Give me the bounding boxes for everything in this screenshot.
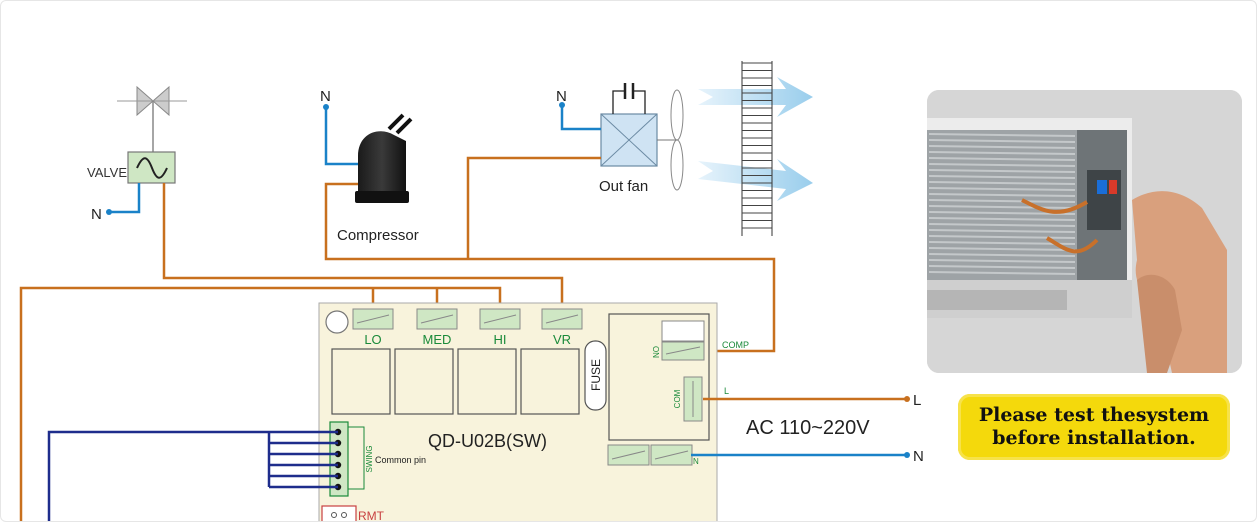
relay-hi: [457, 348, 517, 415]
out-fan-label: Out fan: [599, 178, 648, 195]
board-model: QD-U02B(SW): [428, 431, 547, 451]
aircon-unit-illustration: [927, 90, 1242, 373]
neutral-terminal-label: N: [693, 457, 699, 466]
fan-neutral-wire: [560, 105, 601, 131]
fuse-label: FUSE: [589, 359, 603, 391]
comp-label: COMP: [722, 340, 749, 350]
valve-icon: [117, 85, 187, 152]
fan-blade-icon: [657, 89, 684, 191]
compressor-label: Compressor: [337, 227, 419, 244]
compressor-icon: [355, 113, 413, 203]
supply-live-label: L: [913, 392, 921, 409]
fan-wire: [466, 156, 601, 259]
fan-neutral-label: N: [556, 88, 567, 105]
common-pin-bracket: [348, 426, 365, 490]
test-notice-line-1: Please test thesystem: [978, 404, 1210, 426]
fuse: [584, 340, 607, 411]
rmt-label: RMT: [358, 509, 385, 522]
rmt-connector: [321, 505, 357, 521]
relay-label-med: MED: [423, 332, 452, 347]
swing-connector: [329, 421, 349, 497]
installation-photo: [927, 90, 1242, 373]
mounting-hole: [325, 310, 349, 334]
swing-label: SWING: [365, 445, 374, 472]
relay-terminal: [541, 308, 583, 330]
valve-neutral-label: N: [91, 206, 102, 223]
relay-med: [394, 348, 454, 415]
valve-label: VALVE: [87, 165, 127, 180]
ac-supply-label: AC 110~220V: [746, 417, 870, 439]
valve-box: [127, 151, 176, 184]
fan-motor-icon: [600, 83, 658, 167]
compressor-relay-window: [661, 320, 705, 342]
test-notice-line-2: before installation.: [992, 427, 1196, 449]
relay-terminal: [479, 308, 521, 330]
valve-neutral-wire: [109, 183, 141, 214]
common-pin-label: Common pin: [375, 455, 426, 465]
relay-terminal: [416, 308, 458, 330]
no-label: NO: [652, 346, 661, 358]
relay-vr: [520, 348, 580, 415]
relay-label-hi: HI: [494, 332, 507, 347]
compressor-neutral-label: N: [320, 88, 331, 105]
valve-sine-icon: [136, 157, 168, 179]
valve-wire: [162, 183, 564, 308]
supply-neutral-label: N: [913, 448, 924, 465]
relay-label-vr: VR: [553, 332, 571, 347]
relay-terminal: [352, 308, 394, 330]
compressor-neutral-wire: [324, 107, 358, 166]
airflow-arrow-icon: [698, 159, 813, 201]
live-terminal-label: L: [724, 386, 729, 396]
relay-label-lo: LO: [364, 332, 381, 347]
compressor-wire: [324, 182, 776, 353]
lo-mid-wire: [19, 286, 502, 521]
condenser-grille-icon: [741, 61, 773, 236]
com-label: COM: [673, 389, 682, 408]
airflow-arrow-icon: [698, 77, 813, 117]
relay-lo: [331, 348, 391, 415]
test-notice: Please test thesystem before installatio…: [958, 394, 1230, 460]
swing-main-wire: [47, 430, 338, 521]
